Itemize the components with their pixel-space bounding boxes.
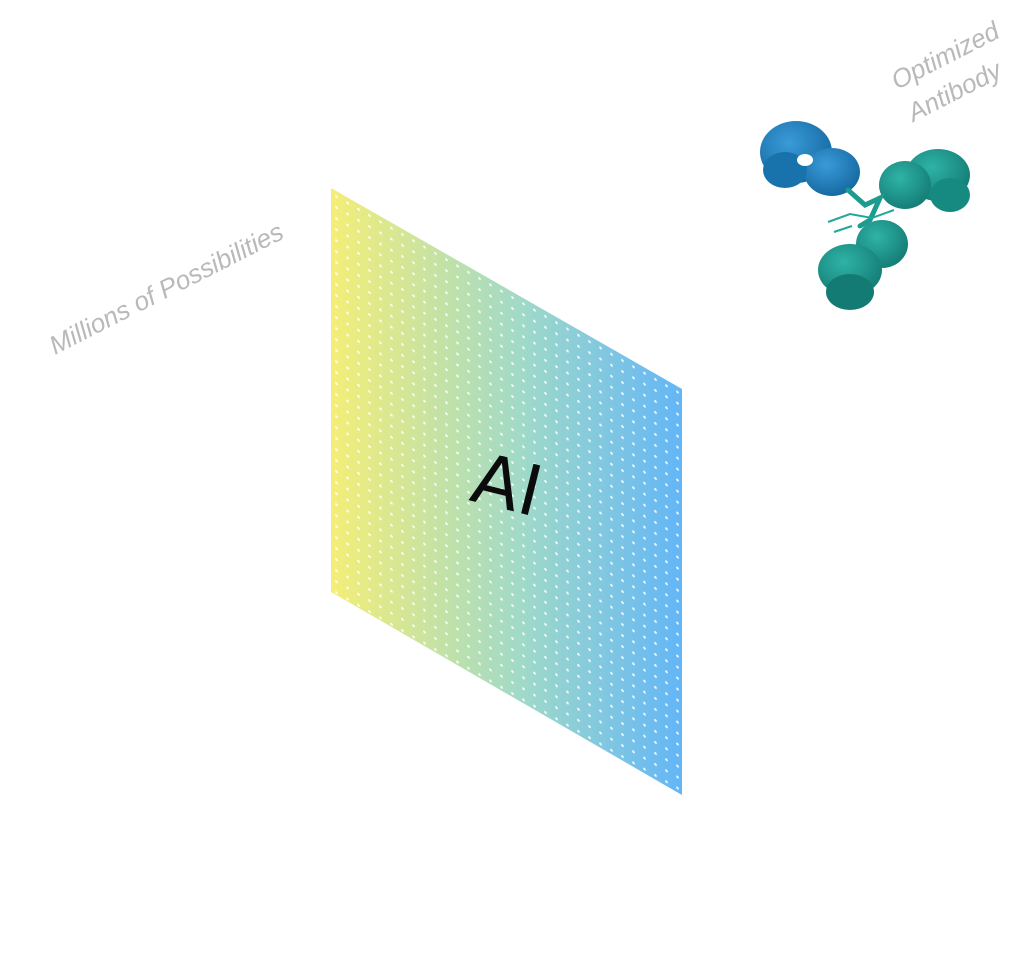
ai-panel: AI bbox=[331, 188, 682, 795]
output-label: Optimized Antibody bbox=[886, 15, 1008, 129]
antibody-molecule-icon bbox=[760, 121, 970, 310]
input-label: Millions of Possibilities bbox=[44, 216, 288, 360]
